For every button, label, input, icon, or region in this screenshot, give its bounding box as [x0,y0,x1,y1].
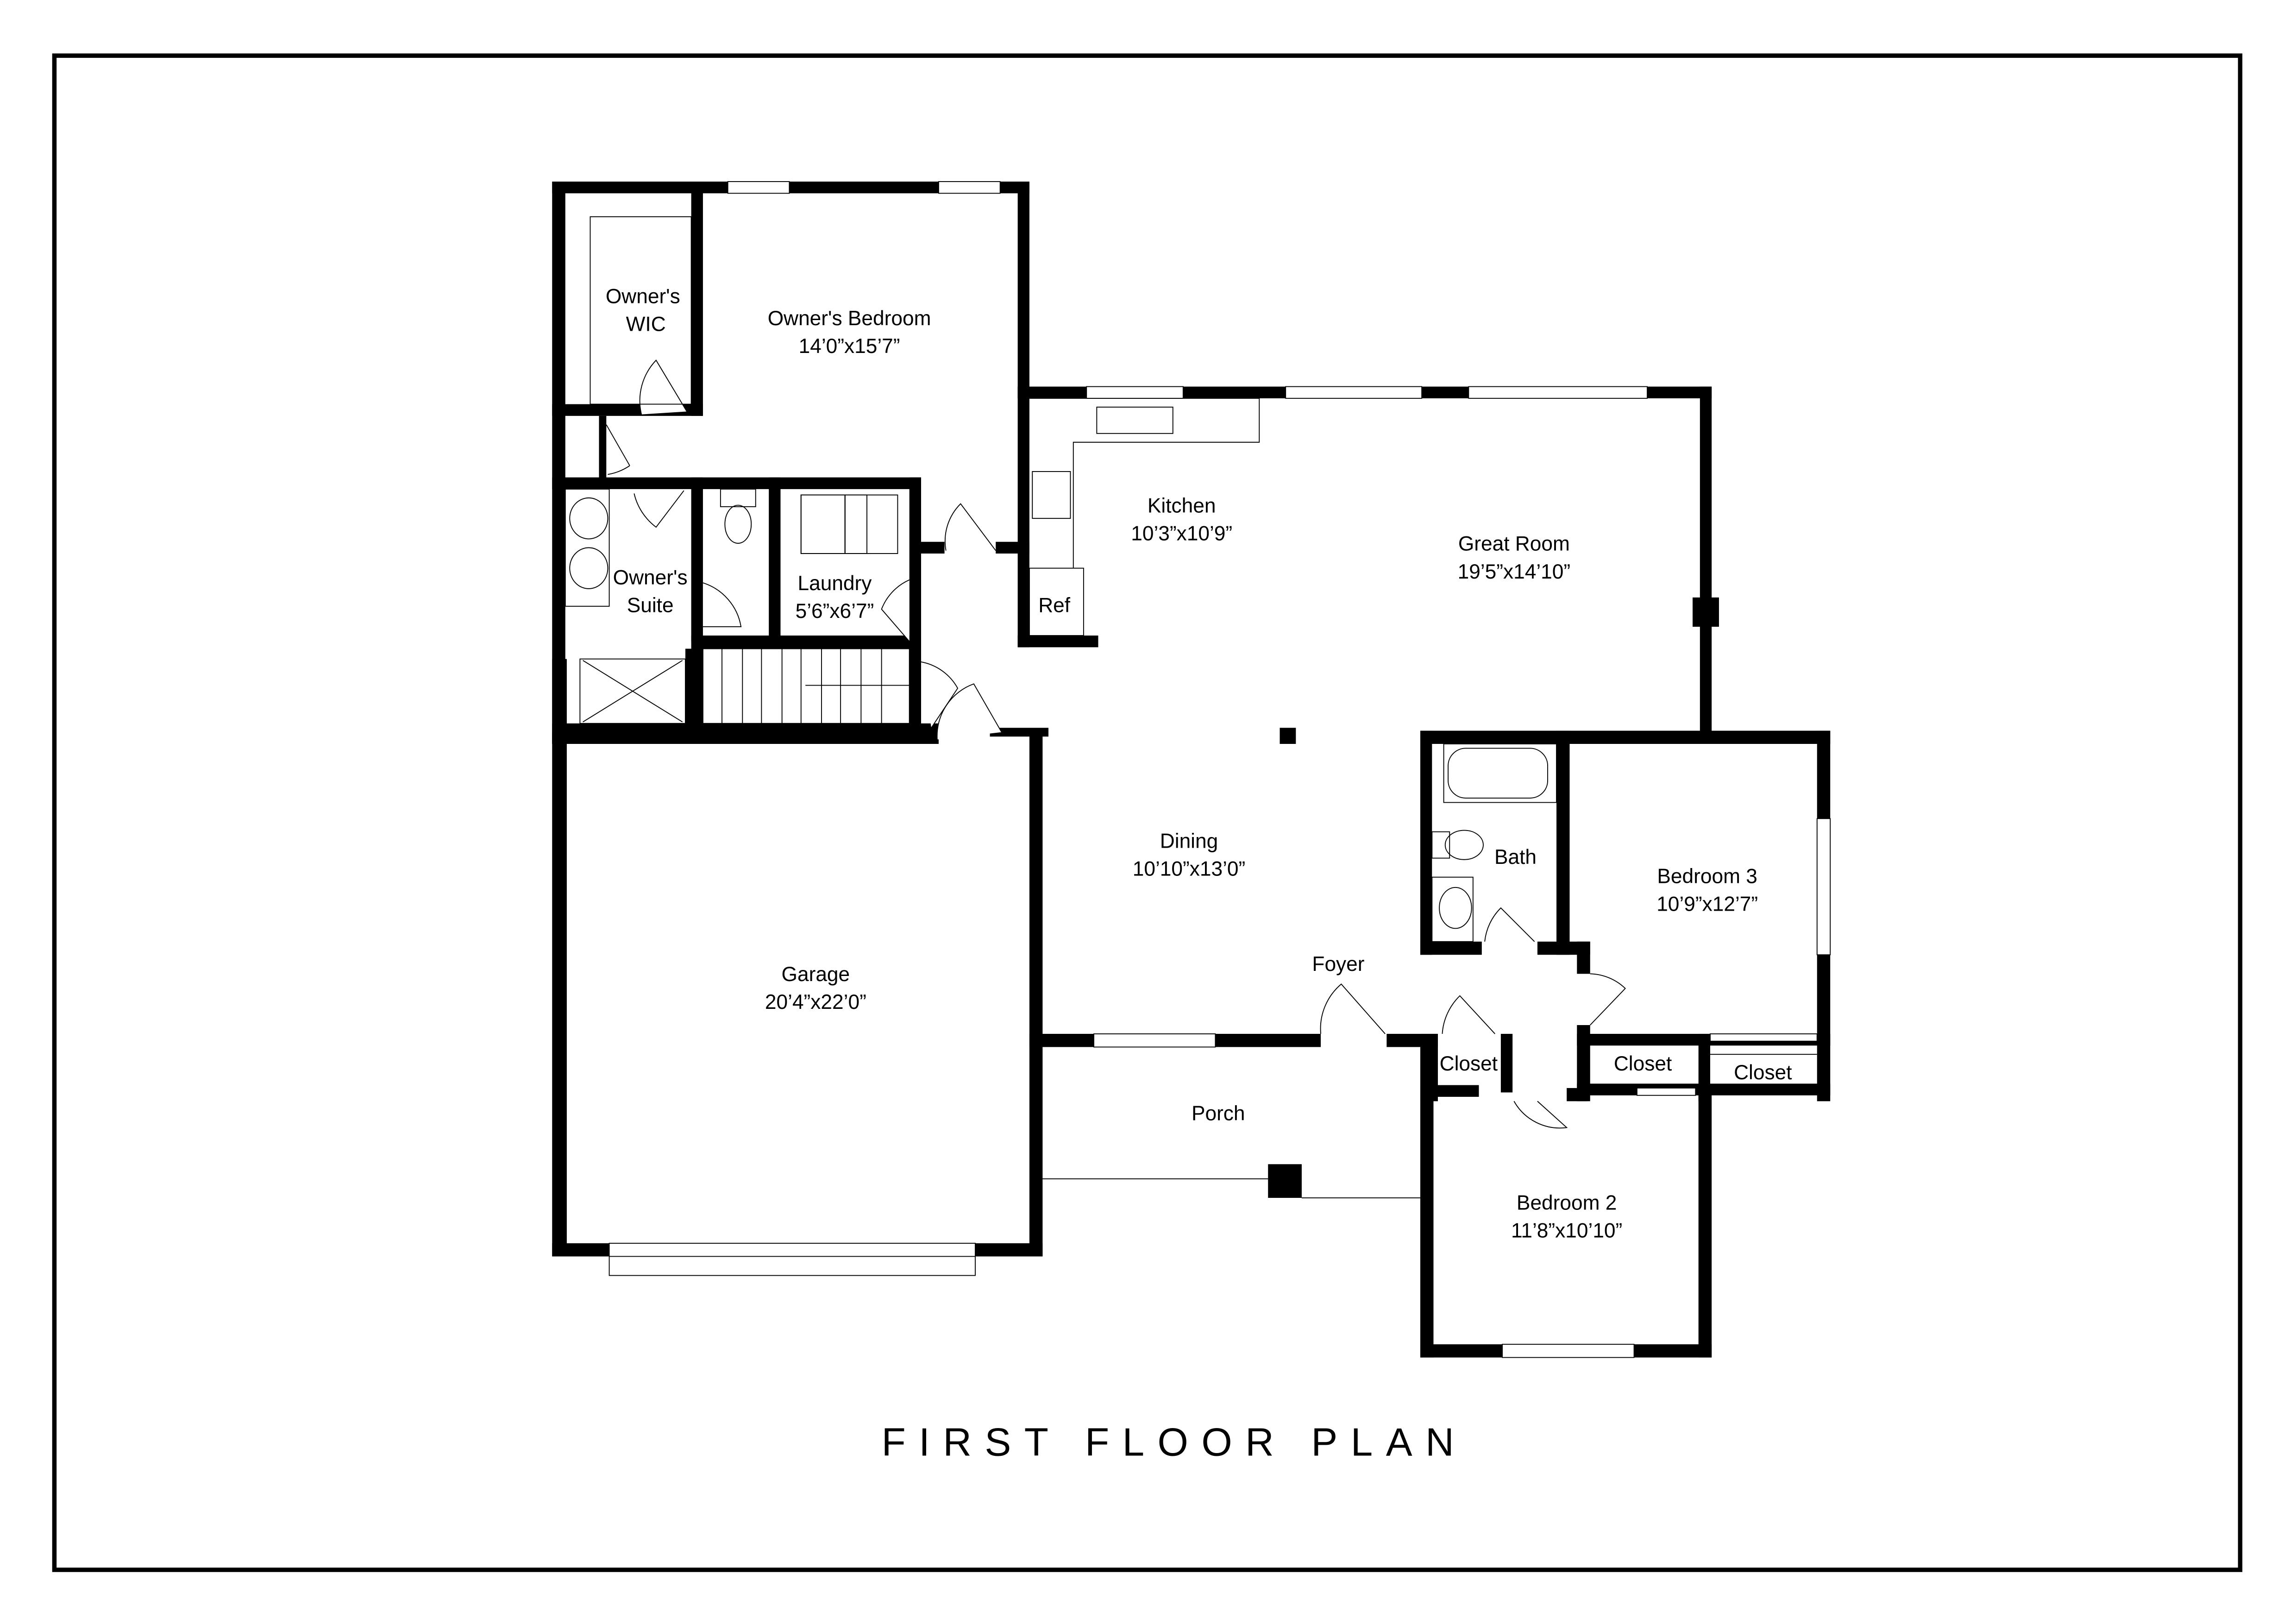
dims-dining: 10’10”x13’0” [1133,858,1246,881]
plan-title: FIRST FLOOR PLAN [882,1420,1468,1464]
dims-bedroom3: 10’9”x12’7” [1656,893,1758,915]
label-foyer: Foyer [1312,953,1364,976]
label-garage: Garage [782,963,850,986]
label-closet-foyer: Closet [1440,1052,1498,1075]
page-border [52,53,2243,1572]
label-closet-bedroom2: Closet [1614,1052,1672,1075]
room-labels: Owner's WIC Owner's Bedroom 14’0”x15’7” … [606,285,1792,1242]
label-owners-bedroom: Owner's Bedroom [768,307,931,330]
dims-kitchen: 10’3”x10’9” [1131,522,1232,545]
dims-garage: 20’4”x22’0” [765,991,866,1013]
label-great-room: Great Room [1458,533,1570,555]
label-dining: Dining [1160,830,1218,852]
label-closet-bedroom3: Closet [1734,1061,1792,1084]
label-bedroom3: Bedroom 3 [1657,865,1757,888]
dims-laundry: 5’6”x6’7” [796,600,874,623]
walls [552,182,1831,1358]
label-owners-suite-2: Suite [627,594,674,617]
label-owners-wic-1: Owner's [606,285,680,308]
stair-treads [721,648,910,724]
label-porch: Porch [1192,1102,1245,1125]
label-ref: Ref [1038,594,1071,617]
label-owners-suite-1: Owner's [613,566,688,589]
label-owners-wic-2: WIC [626,313,666,335]
windows [609,181,1831,1358]
dims-owners-bedroom: 14’0”x15’7” [799,335,900,358]
dims-bedroom2: 11’8”x10’10” [1511,1219,1622,1242]
dims-great-room: 19’5”x14’10” [1458,560,1571,583]
label-bath: Bath [1494,846,1537,869]
label-laundry: Laundry [797,572,872,595]
label-kitchen: Kitchen [1148,494,1216,517]
doors [606,359,1626,1198]
fixtures [565,216,1817,1055]
label-bedroom2: Bedroom 2 [1517,1191,1617,1214]
